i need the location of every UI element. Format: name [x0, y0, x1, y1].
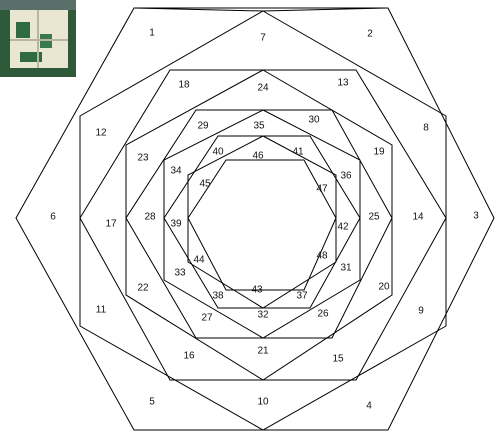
piece-label-35: 35	[253, 121, 265, 132]
piece-label-7: 7	[260, 33, 266, 44]
piece-label-31: 31	[340, 263, 352, 274]
piece-label-43: 43	[251, 285, 263, 296]
piece-label-26: 26	[317, 309, 329, 320]
piece-label-13: 13	[337, 78, 349, 89]
piece-label-5: 5	[149, 397, 155, 408]
piece-label-23: 23	[137, 153, 149, 164]
piece-label-30: 30	[308, 115, 320, 126]
piece-label-6: 6	[50, 212, 56, 223]
piece-label-33: 33	[174, 268, 186, 279]
piece-label-39: 39	[170, 219, 182, 230]
piece-label-44: 44	[193, 255, 205, 266]
piece-label-8: 8	[423, 123, 429, 134]
piece-label-19: 19	[373, 147, 385, 158]
piece-label-38: 38	[212, 291, 224, 302]
hexagon-4	[126, 70, 392, 380]
piece-label-3: 3	[473, 211, 479, 222]
piece-label-21: 21	[257, 346, 269, 357]
piece-label-16: 16	[183, 351, 195, 362]
piece-label-24: 24	[257, 83, 269, 94]
piece-label-14: 14	[412, 212, 424, 223]
piece-label-4: 4	[366, 401, 372, 412]
hexagon-6	[164, 110, 360, 338]
piece-label-22: 22	[137, 283, 149, 294]
piece-label-11: 11	[96, 305, 107, 316]
hexagon-5	[126, 110, 392, 338]
piece-label-29: 29	[197, 121, 209, 132]
piece-label-1: 1	[149, 28, 155, 39]
piece-label-20: 20	[378, 282, 390, 293]
piece-label-10: 10	[257, 397, 269, 408]
piece-label-37: 37	[296, 291, 308, 302]
piece-label-34: 34	[170, 166, 182, 177]
piece-label-42: 42	[337, 222, 349, 233]
piece-label-25: 25	[368, 212, 380, 223]
piece-label-40: 40	[212, 147, 224, 158]
piece-label-47: 47	[316, 184, 328, 195]
piece-label-41: 41	[292, 147, 304, 158]
piece-label-17: 17	[105, 219, 117, 230]
piece-label-2: 2	[367, 29, 373, 40]
piece-label-36: 36	[340, 171, 352, 182]
hexagon-7	[164, 136, 360, 308]
hexagon-8	[188, 136, 336, 308]
piece-label-46: 46	[252, 151, 264, 162]
piece-label-12: 12	[95, 128, 107, 139]
piece-label-48: 48	[316, 251, 328, 262]
piece-label-27: 27	[201, 313, 213, 324]
piece-label-28: 28	[144, 212, 156, 223]
piece-label-45: 45	[199, 179, 211, 190]
piece-label-9: 9	[418, 306, 424, 317]
piece-label-15: 15	[332, 354, 344, 365]
hexagon-3	[80, 70, 446, 380]
piece-label-32: 32	[257, 310, 269, 321]
piece-label-18: 18	[178, 80, 190, 91]
